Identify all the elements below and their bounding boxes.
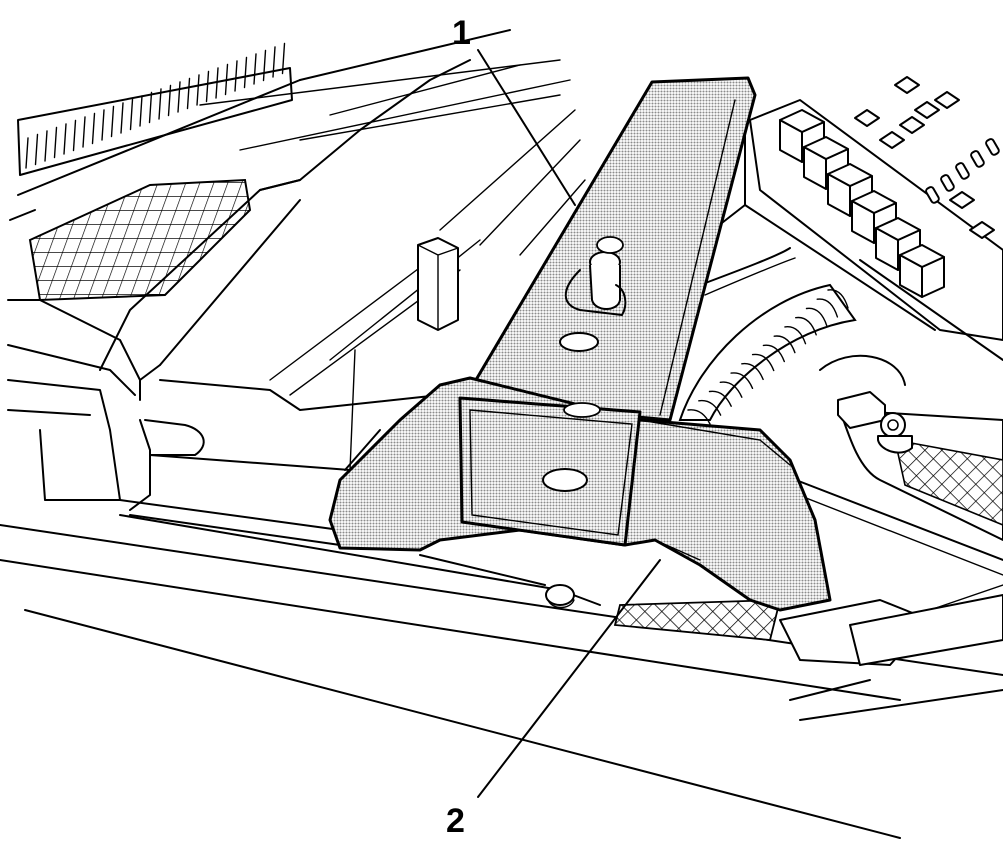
support-brace bbox=[468, 76, 757, 422]
callout-1: 1 bbox=[452, 14, 576, 206]
fuse-slot bbox=[854, 109, 880, 127]
fuse-slot bbox=[879, 131, 905, 149]
callout-2-label: 2 bbox=[446, 802, 465, 840]
wiper-linkage bbox=[759, 354, 1003, 576]
fuse-slot bbox=[949, 191, 975, 209]
dash-panel bbox=[7, 29, 586, 411]
vent-grille bbox=[17, 42, 293, 176]
fuse-slot bbox=[894, 76, 920, 94]
cowl-panel bbox=[0, 514, 1003, 839]
wiring-harness bbox=[678, 247, 857, 425]
cowl-bracket-right bbox=[779, 594, 1003, 666]
fuse-blade bbox=[940, 174, 955, 192]
relay-cube bbox=[899, 244, 945, 298]
fuse-slot bbox=[914, 101, 940, 119]
cowl-screw bbox=[545, 584, 575, 609]
callout-2: 2 bbox=[446, 559, 661, 840]
fuse-blade bbox=[985, 138, 1000, 156]
fuse-slot bbox=[899, 116, 925, 134]
fuse-blade bbox=[925, 186, 940, 204]
fuse-slot bbox=[969, 221, 995, 239]
fuse-slots bbox=[854, 76, 1000, 239]
mesh-grille bbox=[28, 178, 252, 302]
clip-block bbox=[417, 237, 459, 331]
cowl-mesh bbox=[613, 599, 782, 641]
fuse-blade bbox=[955, 162, 970, 180]
saddle-bracket bbox=[328, 376, 832, 612]
fuse-blade bbox=[970, 150, 985, 168]
relay-cubes bbox=[779, 109, 945, 298]
callout-1-label: 1 bbox=[452, 14, 471, 52]
fuse-slot bbox=[934, 91, 960, 109]
dash-lower-left bbox=[7, 344, 381, 546]
